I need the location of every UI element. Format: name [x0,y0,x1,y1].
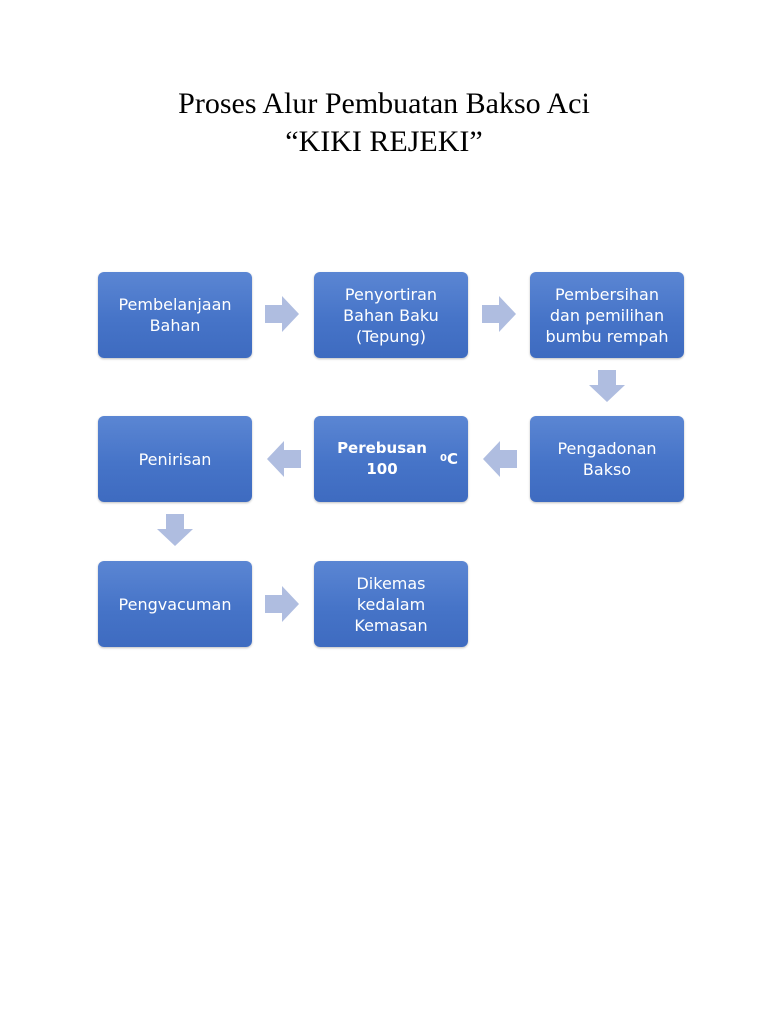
step-pembersihan-bumbu: Pembersihan dan pemilihan bumbu rempah [530,272,684,358]
step-pengadonan-bakso: Pengadonan Bakso [530,416,684,502]
diagram-subtitle: “KIKI REJEKI” [285,125,483,158]
arrow-down-icon [157,514,193,546]
arrow-left-icon [267,441,301,477]
temperature-unit: C [446,449,458,468]
step-dikemas: Dikemas kedalam Kemasan [314,561,468,647]
step-penyortiran-bahan-baku: Penyortiran Bahan Baku (Tepung) [314,272,468,358]
step-pembelanjaan-bahan: Pembelanjaan Bahan [98,272,252,358]
arrow-right-icon [265,586,299,622]
step-perebusan-label: Perebusan 100 [337,439,427,478]
arrow-down-icon [589,370,625,402]
diagram-title: Proses Alur Pembuatan Bakso Aci [178,87,590,120]
arrow-left-icon [483,441,517,477]
step-penirisan: Penirisan [98,416,252,502]
arrow-right-icon [482,296,516,332]
step-pengvacuman: Pengvacuman [98,561,252,647]
arrow-right-icon [265,296,299,332]
